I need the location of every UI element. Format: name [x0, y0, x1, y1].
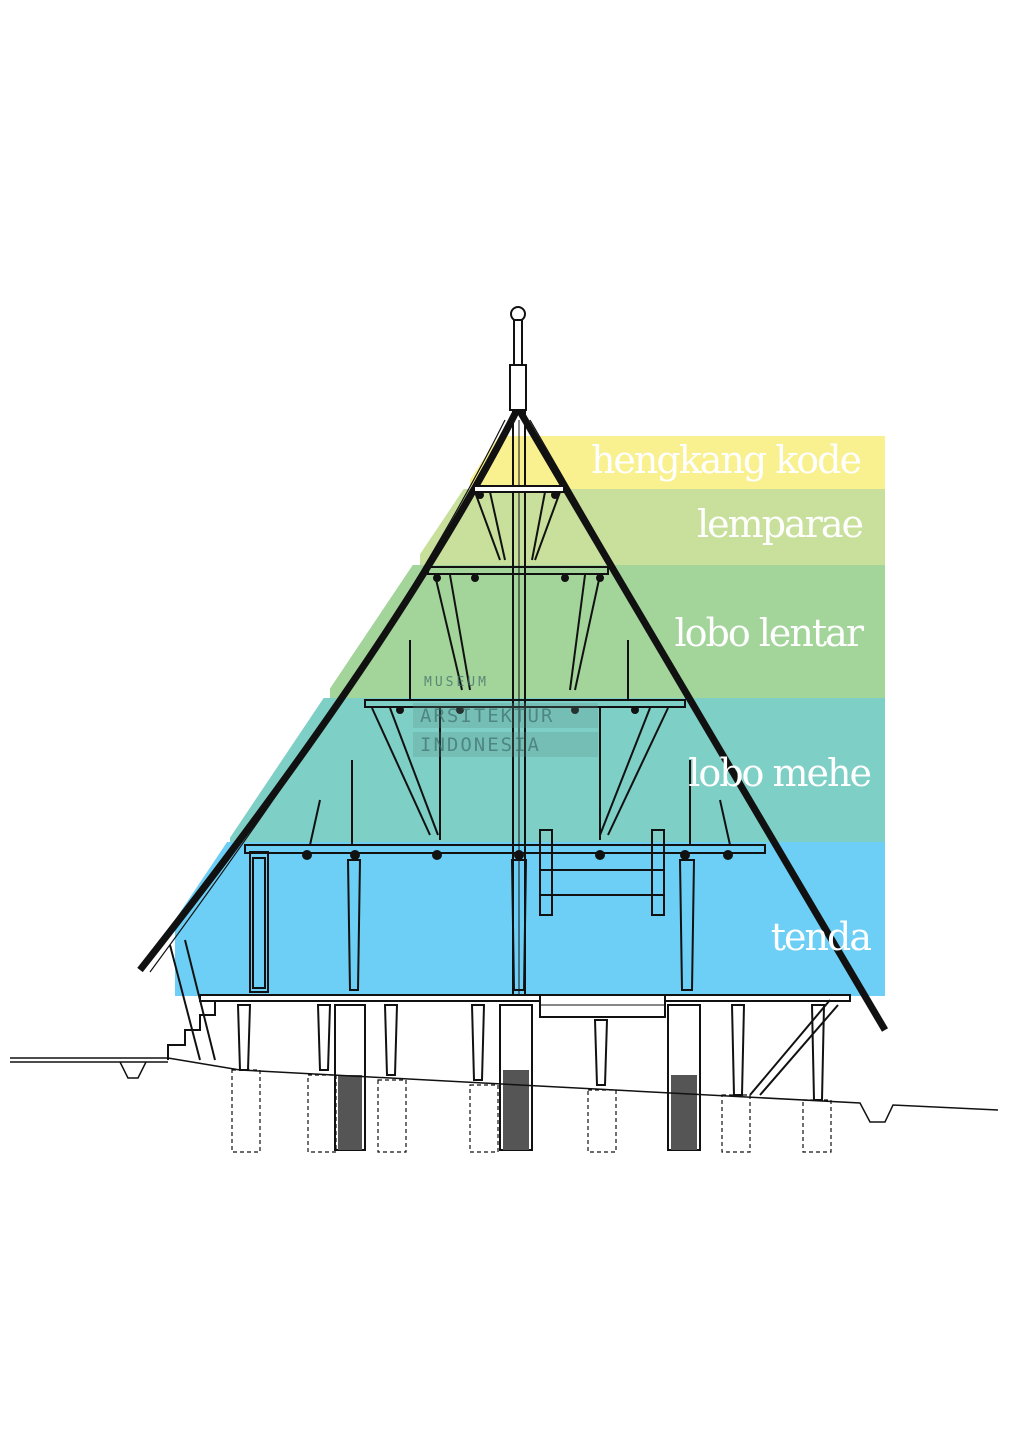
- band-tenda: [175, 842, 885, 996]
- foundations: [231, 1069, 832, 1153]
- tie-beams: [244, 485, 766, 854]
- watermark-line1: MUSEUM: [424, 675, 489, 690]
- label-hengkang-kode: hengkang kode: [591, 438, 861, 482]
- zone-bands: [175, 436, 885, 996]
- label-lobo-lentar: lobo lentar: [674, 611, 864, 655]
- interior-posts: [249, 829, 696, 993]
- watermark-line3: INDONESIA: [420, 734, 541, 756]
- band-lobo-lentar: [330, 565, 885, 698]
- stilts: [236, 999, 839, 1101]
- label-lemparae: lemparae: [697, 502, 862, 546]
- roof-left-mask: [0, 400, 518, 1000]
- entrance-stairs: [167, 939, 216, 1061]
- label-tenda: tenda: [771, 915, 872, 959]
- band-lobo-mehe: [230, 698, 885, 842]
- spire: [509, 306, 527, 411]
- label-lobo-mehe: lobo mehe: [688, 751, 870, 795]
- watermark: MUSEUM ARSITEKTUR INDONESIA: [413, 675, 598, 757]
- zone-labels: hengkang kode lemparae lobo lentar lobo …: [591, 438, 873, 959]
- roof: [137, 406, 889, 1032]
- ground: [10, 1057, 999, 1123]
- watermark-line2: ARSITEKTUR: [420, 705, 554, 727]
- truss-diagonals: [309, 491, 731, 846]
- beam-nodes: [302, 491, 733, 860]
- stone-posts: [334, 1004, 701, 1151]
